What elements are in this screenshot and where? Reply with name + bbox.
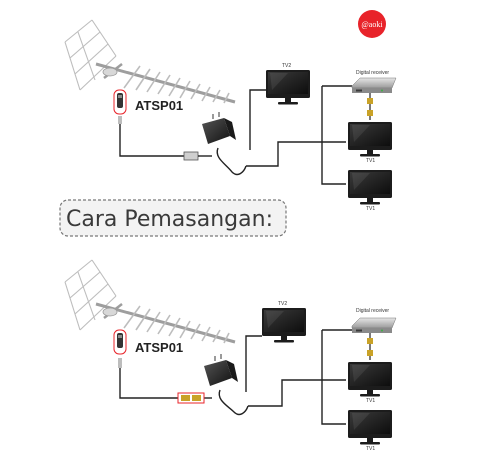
tv-main-label-2: TV2 bbox=[278, 301, 287, 307]
tv-right-top-label-1: TV1 bbox=[366, 158, 375, 164]
tv-main-label-1: TV2 bbox=[282, 63, 291, 69]
amplifier-2 bbox=[113, 329, 127, 355]
receiver-plug-2 bbox=[367, 338, 373, 344]
cables-1 bbox=[119, 85, 352, 185]
tv-main-1 bbox=[266, 70, 310, 105]
power-adapter-2 bbox=[204, 354, 238, 386]
tv-right-bottom-label-2: TV1 bbox=[366, 446, 375, 452]
power-adapter-1 bbox=[202, 112, 236, 144]
digital-receiver-1 bbox=[351, 77, 397, 94]
receiver-plug-1b bbox=[367, 110, 373, 116]
receiver-plug-2b bbox=[367, 350, 373, 356]
amplifier-1 bbox=[113, 89, 127, 115]
tv-right-bottom-1 bbox=[348, 170, 392, 205]
model-label-1: ATSP01 bbox=[135, 98, 183, 113]
tv-right-top-label-2: TV1 bbox=[366, 398, 375, 404]
receiver-label-2: Digital receiver bbox=[356, 308, 389, 314]
connector-2 bbox=[118, 358, 122, 368]
section-title-box: Cara Pemasangan: bbox=[59, 199, 287, 237]
tv-right-top-2 bbox=[348, 362, 392, 397]
diagram-2: ATSP01 TV2 Digital receiver bbox=[63, 258, 397, 452]
tv-right-bottom-label-1: TV1 bbox=[366, 206, 375, 212]
brand-logo-text: @aoki bbox=[361, 20, 383, 29]
diagram-1: ATSP01 TV2 Digital receiver bbox=[63, 18, 397, 212]
antenna-1 bbox=[63, 18, 237, 105]
receiver-plug-1 bbox=[367, 98, 373, 104]
brand-logo-badge bbox=[358, 10, 386, 38]
model-label-2: ATSP01 bbox=[135, 340, 183, 355]
tv-main-2 bbox=[262, 308, 306, 343]
cables-2 bbox=[119, 329, 352, 425]
section-title: Cara Pemasangan: bbox=[66, 207, 273, 232]
connector-1 bbox=[118, 116, 122, 124]
brand-logo: @aoki bbox=[358, 10, 386, 38]
tv-right-bottom-2 bbox=[348, 410, 392, 445]
connector-highlight-2 bbox=[177, 392, 205, 404]
digital-receiver-2 bbox=[351, 317, 397, 334]
antenna-2 bbox=[63, 258, 237, 345]
receiver-label-1: Digital receiver bbox=[356, 70, 389, 76]
tv-right-top-1 bbox=[348, 122, 392, 157]
